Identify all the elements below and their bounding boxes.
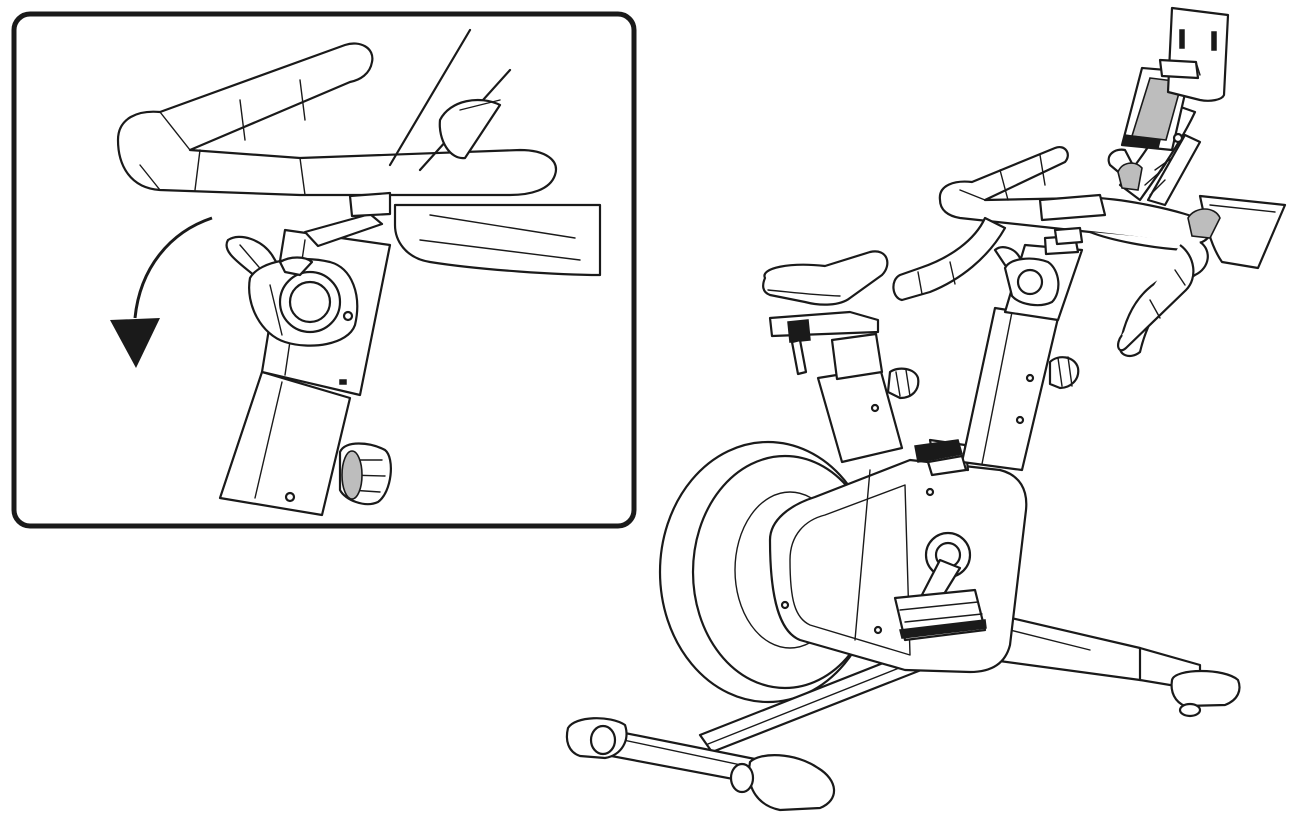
- exercise-bike: [565, 6, 1287, 812]
- console-assembly: [1107, 6, 1230, 207]
- arrow-curved-down-icon: [110, 216, 213, 368]
- seat-post: [816, 332, 920, 464]
- handlebars: [892, 146, 1287, 358]
- front-quick-release-lever: [993, 246, 1060, 307]
- crank-pedal: [893, 558, 987, 642]
- inset-handlebar: [116, 28, 602, 277]
- detail-inset-panel: [11, 11, 637, 529]
- seat: [762, 250, 889, 376]
- front-stabilizer: [565, 717, 836, 812]
- inset-quick-release-lever: [225, 235, 359, 347]
- resistance-bracket: [914, 439, 968, 477]
